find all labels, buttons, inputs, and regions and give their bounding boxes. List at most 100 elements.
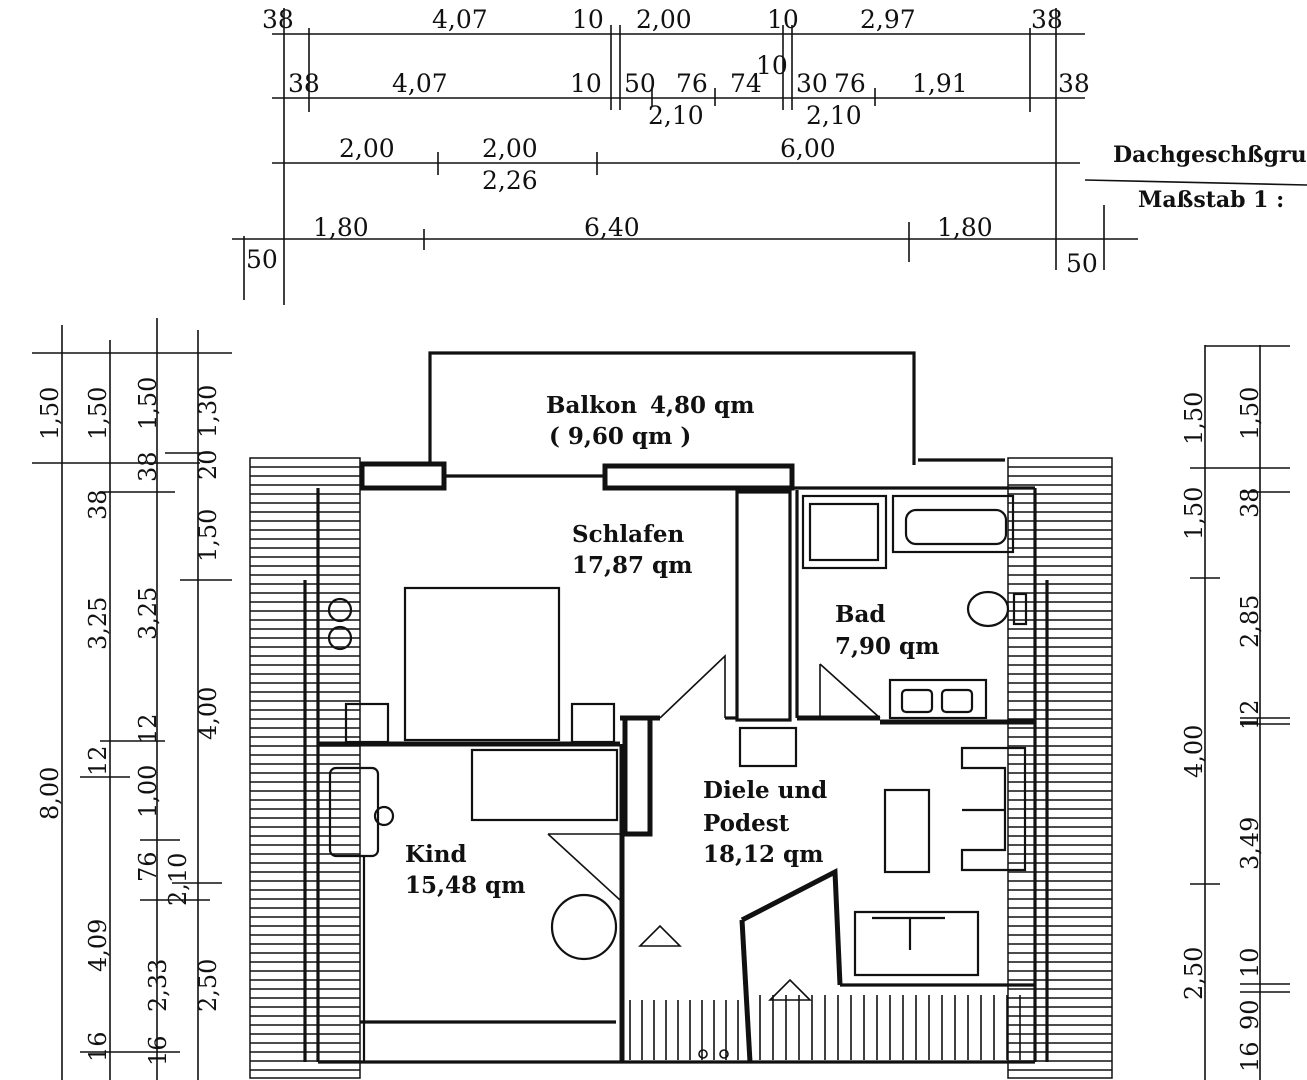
dim-top-r2-10: 1,91	[912, 69, 968, 98]
shower	[801, 494, 888, 570]
diele-area: 18,12 qm	[703, 841, 823, 868]
dim-top-r3-2: 2,00	[482, 134, 538, 163]
diele-line1: Diele und	[703, 777, 827, 804]
bad-area: 7,90 qm	[835, 633, 939, 660]
washbasin	[888, 678, 988, 720]
dim-top-r3-sub: 2,26	[482, 166, 538, 195]
dim-left-c4-4: 4,00	[194, 687, 222, 740]
dim-left-c4-2: 1,30	[194, 385, 222, 438]
dim-top-r4-end-2: 50	[1066, 249, 1098, 278]
dim-top-r2-2: 4,07	[392, 69, 448, 98]
doors	[547, 654, 881, 901]
dim-right-c1-3: 4,00	[1180, 725, 1208, 778]
dim-top-r2-8: 30	[796, 69, 828, 98]
dim-top-r2-7: 10	[756, 51, 788, 80]
dim-top-r2-1: 38	[288, 69, 320, 98]
dim-top-r1-7: 38	[1031, 5, 1063, 34]
furniture	[327, 494, 1028, 1062]
plan-title: Dachgeschßgrur	[1113, 142, 1307, 168]
top-dimension-labels: 38 4,07 10 2,00 10 2,97 38 38 4,07 10 50…	[246, 5, 1098, 278]
round-table	[550, 893, 618, 961]
dim-top-r2-5: 76	[676, 69, 708, 98]
dim-right-c2-7: 90	[1236, 999, 1264, 1030]
dim-left-c2-1: 1,50	[84, 387, 112, 440]
dim-top-r2-sub-2: 2,10	[806, 101, 862, 130]
stairs-right	[759, 995, 1021, 1060]
schlafen-name: Schlafen	[572, 521, 685, 548]
stairs-left	[629, 1000, 739, 1060]
dim-top-r1-5: 10	[767, 5, 799, 34]
dim-top-r4-3: 1,80	[937, 213, 993, 242]
dim-top-r3-1: 2,00	[339, 134, 395, 163]
sofa	[960, 746, 1027, 872]
dim-right-c1-4: 2,50	[1180, 947, 1208, 1000]
dim-left-c2-5: 4,09	[84, 919, 112, 972]
right-dimension-labels: 1,50 1,50 4,00 2,50 1,50 38 2,85 12 3,49…	[1180, 387, 1264, 1072]
dim-left-c4-6: 2,50	[194, 959, 222, 1012]
cabinet	[738, 726, 798, 768]
dim-right-c2-2: 38	[1236, 487, 1264, 518]
bed	[403, 586, 561, 742]
dim-left-c3-4: 12	[134, 713, 162, 744]
dim-top-r2-9: 76	[834, 69, 866, 98]
desk-chair	[373, 805, 395, 827]
coffee-table	[883, 788, 931, 874]
plan-scale: Maßstab 1 :	[1138, 187, 1284, 213]
title-block: Dachgeschßgrur Maßstab 1 :	[1113, 142, 1307, 213]
dim-left-c2-3: 3,25	[84, 597, 112, 650]
dim-right-c2-1: 1,50	[1236, 387, 1264, 440]
wardrobe	[470, 748, 619, 822]
dim-right-c1-2: 1,50	[1180, 487, 1208, 540]
dim-left-c3-2: 1,50	[134, 377, 162, 430]
dim-top-r4-1: 1,80	[313, 213, 369, 242]
left-dimension-lines	[32, 318, 232, 1080]
schlafen-area: 17,87 qm	[572, 552, 692, 579]
dim-left-c1-2: 8,00	[36, 767, 64, 820]
room-labels: Balkon 4,80 qm ( 9,60 qm ) Schlafen 17,8…	[405, 392, 939, 899]
bathtub	[891, 494, 1015, 554]
dim-top-r2-11: 38	[1058, 69, 1090, 98]
dim-left-c4-5: 2,10	[164, 853, 192, 906]
dim-top-r1-3: 10	[572, 5, 604, 34]
dim-top-r2-4: 50	[624, 69, 656, 98]
dim-top-r1-4: 2,00	[636, 5, 692, 34]
kind-area: 15,48 qm	[405, 872, 525, 899]
dim-top-r1-1: 38	[262, 5, 294, 34]
dim-left-c3-1: 38	[134, 451, 162, 482]
dim-right-c2-5: 3,49	[1236, 817, 1264, 870]
dim-left-c3-5: 1,00	[134, 765, 162, 818]
desk	[328, 766, 380, 858]
dim-right-c2-4: 12	[1236, 699, 1264, 730]
dim-left-c2-2: 38	[84, 489, 112, 520]
dim-left-c3-6: 76	[134, 851, 162, 882]
dim-top-r2-3: 10	[570, 69, 602, 98]
dim-top-r4-2: 6,40	[584, 213, 640, 242]
bad-name: Bad	[835, 601, 885, 628]
dim-left-c4-1: 20	[194, 449, 222, 480]
dim-top-r4-end-1: 50	[246, 245, 278, 274]
balkon-note: ( 9,60 qm )	[549, 423, 691, 450]
dim-right-c2-6: 10	[1236, 947, 1264, 978]
dim-left-c2-6: 16	[84, 1031, 112, 1062]
dim-left-c2-4: 12	[84, 745, 112, 776]
armchair	[853, 910, 980, 977]
dim-top-r1-6: 2,97	[860, 5, 916, 34]
dim-top-r3-3: 6,00	[780, 134, 836, 163]
dim-top-r1-2: 4,07	[432, 5, 488, 34]
dim-left-c3-8: 16	[144, 1035, 172, 1066]
dim-left-c4-3: 1,50	[194, 509, 222, 562]
right-dimension-lines	[1190, 345, 1290, 1080]
nightstand-right	[570, 702, 616, 744]
dim-top-r2-sub-1: 2,10	[648, 101, 704, 130]
top-dimension-lines	[232, 8, 1307, 305]
dim-right-c2-3: 2,85	[1236, 595, 1264, 648]
nightstand-left	[344, 702, 390, 744]
dim-top-r2-6: 74	[730, 69, 762, 98]
dim-right-c1-1: 1,50	[1180, 392, 1208, 445]
balkon-name: Balkon	[546, 392, 637, 419]
dim-right-c2-8: 16	[1236, 1041, 1264, 1072]
diele-line2: Podest	[703, 810, 790, 837]
walls	[303, 351, 1049, 1064]
toilet	[966, 590, 1010, 628]
